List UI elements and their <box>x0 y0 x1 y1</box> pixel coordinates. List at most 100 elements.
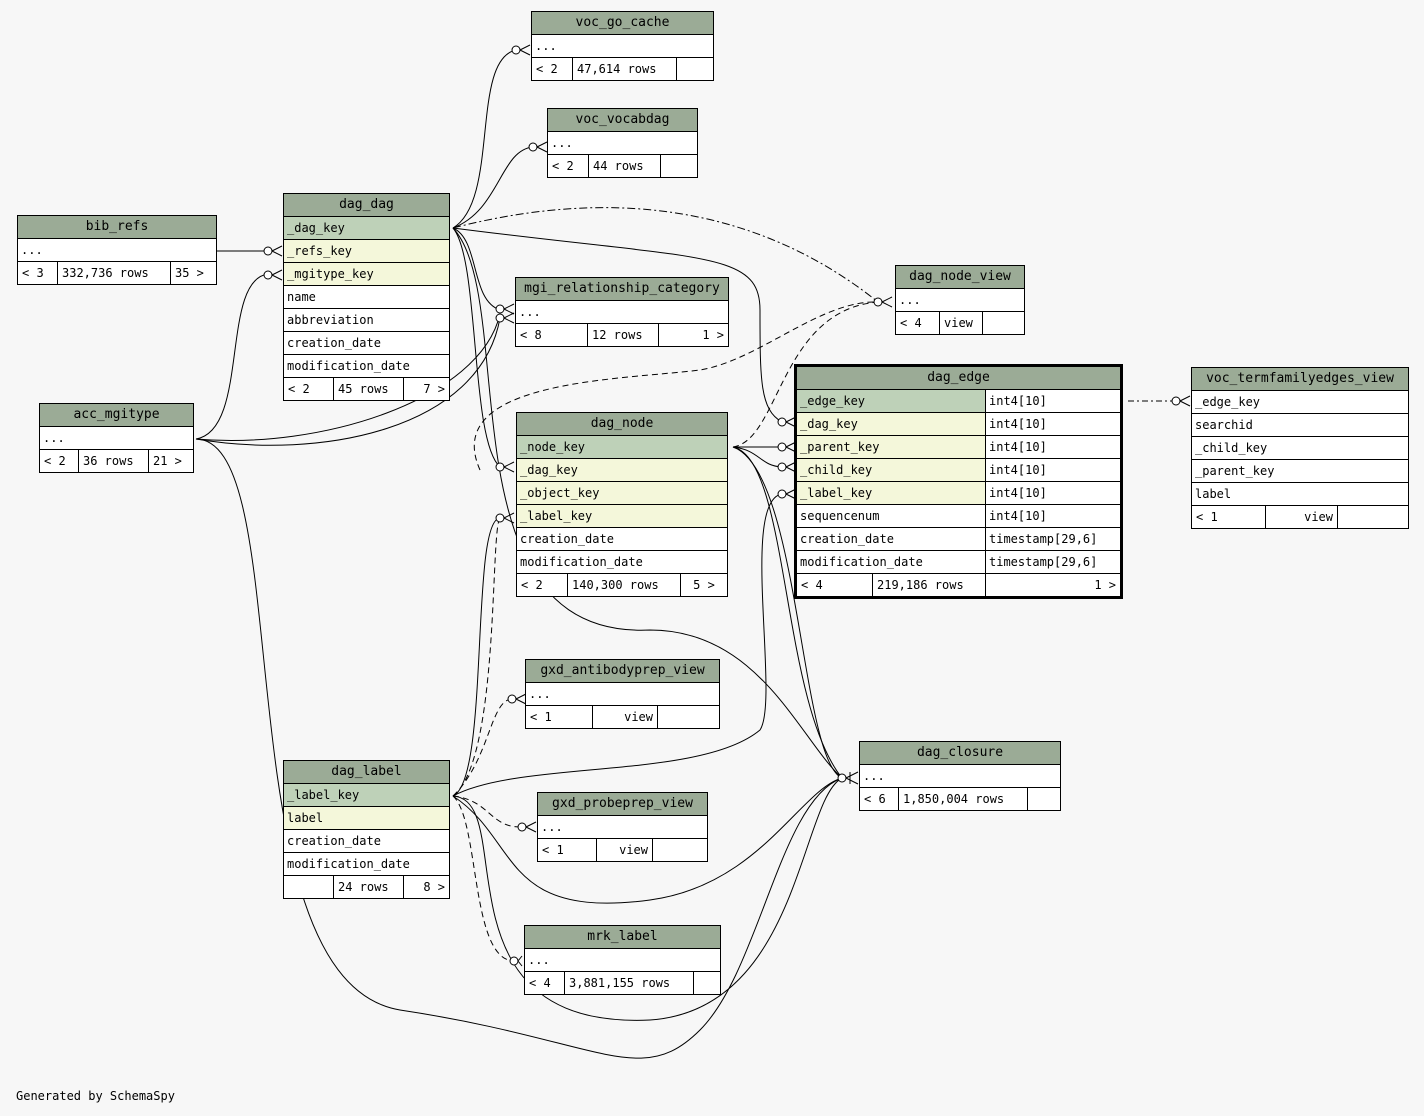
table-title[interactable]: dag_node <box>517 413 727 436</box>
table-dag_closure[interactable]: dag_closure ... < 6 1,850,004 rows <box>859 741 1061 811</box>
children-link[interactable]: 1 > <box>985 574 1120 596</box>
table-footer: < 8 12 rows 1 > <box>516 324 728 346</box>
parents-link[interactable]: < 4 <box>801 578 823 592</box>
column-row: _label_key <box>797 482 985 505</box>
parents-link[interactable]: < 2 <box>288 382 310 396</box>
children-link[interactable] <box>1027 788 1060 810</box>
edge-dag_dag-mgi_relationship_category <box>452 227 501 311</box>
table-title[interactable]: dag_edge <box>797 367 1120 390</box>
parents-link[interactable]: < 4 <box>900 316 922 330</box>
parents-link[interactable]: < 2 <box>521 578 543 592</box>
column-row: modification_date <box>797 551 985 574</box>
parents-link[interactable]: < 2 <box>552 159 574 173</box>
column-row: label <box>1192 483 1408 506</box>
row-count: 24 rows <box>333 876 403 898</box>
column-row: _mgitype_key <box>284 263 449 286</box>
table-dag_node[interactable]: dag_node _node_key _dag_key _object_key … <box>516 412 728 597</box>
children-link[interactable] <box>982 312 1024 334</box>
column-row: ... <box>40 427 193 450</box>
children-link[interactable]: 7 > <box>403 378 449 400</box>
table-voc_termfamilyedges_view[interactable]: voc_termfamilyedges_view _edge_key searc… <box>1191 367 1409 529</box>
children-link[interactable] <box>693 972 720 994</box>
children-link[interactable] <box>1337 506 1408 528</box>
column-row: creation_date <box>797 528 985 551</box>
table-dag_node_view[interactable]: dag_node_view ... < 4 view <box>895 265 1025 335</box>
table-title[interactable]: mgi_relationship_category <box>516 278 728 301</box>
parents-link[interactable]: < 1 <box>1196 510 1218 524</box>
table-title[interactable]: voc_termfamilyedges_view <box>1192 368 1408 391</box>
column-type: int4[10] <box>985 459 1120 482</box>
parents-link[interactable]: < 3 <box>22 266 44 280</box>
table-title[interactable]: gxd_antibodyprep_view <box>526 660 719 683</box>
parents-link[interactable]: < 4 <box>529 976 551 990</box>
column-row: creation_date <box>517 528 727 551</box>
column-row: ... <box>18 239 216 262</box>
edge-dag_label-dag_edge <box>452 493 783 797</box>
children-link[interactable] <box>657 706 719 728</box>
table-title[interactable]: dag_node_view <box>896 266 1024 289</box>
table-acc_mgitype[interactable]: acc_mgitype ... < 2 36 rows 21 > <box>39 403 194 473</box>
table-voc_go_cache[interactable]: voc_go_cache ... < 2 47,614 rows <box>531 11 714 81</box>
edge-dag_node-dag_closure-2 <box>732 446 843 779</box>
row-count: 3,881,155 rows <box>564 972 693 994</box>
table-voc_vocabdag[interactable]: voc_vocabdag ... < 2 44 rows <box>547 108 698 178</box>
edge-dag_dag-dag_node <box>452 227 501 468</box>
children-link[interactable] <box>676 58 713 80</box>
parents-link[interactable]: < 2 <box>44 454 66 468</box>
table-gxd_antibodyprep_view[interactable]: gxd_antibodyprep_view ... < 1 view <box>525 659 720 729</box>
table-bib_refs[interactable]: bib_refs ... < 3 332,736 rows 35 > <box>17 215 217 285</box>
row-count: view <box>592 706 657 728</box>
table-dag_label[interactable]: dag_label _label_key label creation_date… <box>283 760 450 899</box>
column-type: int4[10] <box>985 413 1120 436</box>
row-count: 140,300 rows <box>567 574 680 596</box>
column-row: ... <box>896 289 1024 312</box>
table-title[interactable]: gxd_probeprep_view <box>538 793 707 816</box>
table-footer: < 3 332,736 rows 35 > <box>18 262 216 284</box>
children-link[interactable] <box>652 839 707 861</box>
table-title[interactable]: bib_refs <box>18 216 216 239</box>
column-row: creation_date <box>284 332 449 355</box>
table-footer: < 1 view <box>1192 506 1408 528</box>
table-footer: < 2 45 rows 7 > <box>284 378 449 400</box>
column-row: name <box>284 286 449 309</box>
children-link[interactable]: 35 > <box>170 262 216 284</box>
table-footer: < 4 3,881,155 rows <box>525 972 720 994</box>
table-title[interactable]: dag_label <box>284 761 449 784</box>
table-dag_dag[interactable]: dag_dag _dag_key _refs_key _mgitype_key … <box>283 193 450 401</box>
children-link[interactable]: 5 > <box>680 574 727 596</box>
parents-link[interactable]: < 1 <box>530 710 552 724</box>
edge-dag_node-dag_node_view-2 <box>732 301 879 448</box>
parents-link[interactable]: < 2 <box>536 62 558 76</box>
column-row: sequencenum <box>797 505 985 528</box>
children-link[interactable]: 1 > <box>658 324 728 346</box>
column-row: _label_key <box>517 505 727 528</box>
column-type: int4[10] <box>985 436 1120 459</box>
children-link[interactable]: 21 > <box>148 450 193 472</box>
table-gxd_probeprep_view[interactable]: gxd_probeprep_view ... < 1 view <box>537 792 708 862</box>
table-dag_edge[interactable]: dag_edge _edge_key int4[10] _dag_key int… <box>794 364 1123 599</box>
parents-link[interactable]: < 6 <box>864 792 886 806</box>
parents-link[interactable]: < 8 <box>520 328 542 342</box>
row-count: 12 rows <box>587 324 658 346</box>
table-title[interactable]: dag_closure <box>860 742 1060 765</box>
column-row: _parent_key <box>1192 460 1408 483</box>
row-count: 44 rows <box>588 155 660 177</box>
column-type: int4[10] <box>985 482 1120 505</box>
column-row: ... <box>525 949 720 972</box>
edge-acc_mgitype-mgi_relationship_category <box>195 317 501 446</box>
parents-link[interactable] <box>284 876 333 898</box>
column-row: _edge_key <box>1192 391 1408 414</box>
table-title[interactable]: dag_dag <box>284 194 449 217</box>
parents-link[interactable]: < 1 <box>542 843 564 857</box>
row-count: view <box>1265 506 1337 528</box>
children-link[interactable] <box>660 155 697 177</box>
table-title[interactable]: mrk_label <box>525 926 720 949</box>
column-row: _edge_key <box>797 390 985 413</box>
row-count: view <box>939 312 982 334</box>
children-link[interactable]: 8 > <box>403 876 449 898</box>
table-mrk_label[interactable]: mrk_label ... < 4 3,881,155 rows <box>524 925 721 995</box>
table-mgi_relationship_category[interactable]: mgi_relationship_category ... < 8 12 row… <box>515 277 729 347</box>
table-title[interactable]: acc_mgitype <box>40 404 193 427</box>
table-title[interactable]: voc_vocabdag <box>548 109 697 132</box>
table-title[interactable]: voc_go_cache <box>532 12 713 35</box>
